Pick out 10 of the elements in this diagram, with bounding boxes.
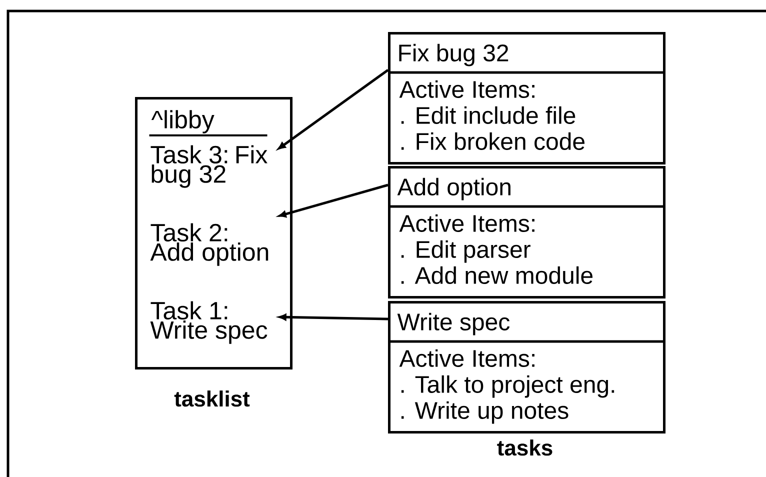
task-entry: Task 1: Write spec	[150, 301, 268, 344]
arrow	[278, 68, 389, 150]
task-entry: Task 2: Add option	[150, 223, 268, 266]
arrow	[278, 314, 388, 320]
task-box: Add option Active Items: . Edit parser . Add new module	[388, 166, 666, 298]
task-entry: Task 3: Fix bug 32	[150, 145, 268, 188]
arrow	[278, 184, 388, 218]
task-box: Write spec Active Items: . Talk to project eng. . Write up notes	[388, 301, 666, 434]
task-box: Fix bug 32 Active Items: . Edit include file . Fix broken code	[388, 32, 666, 164]
caption: tasklist	[174, 390, 250, 407]
